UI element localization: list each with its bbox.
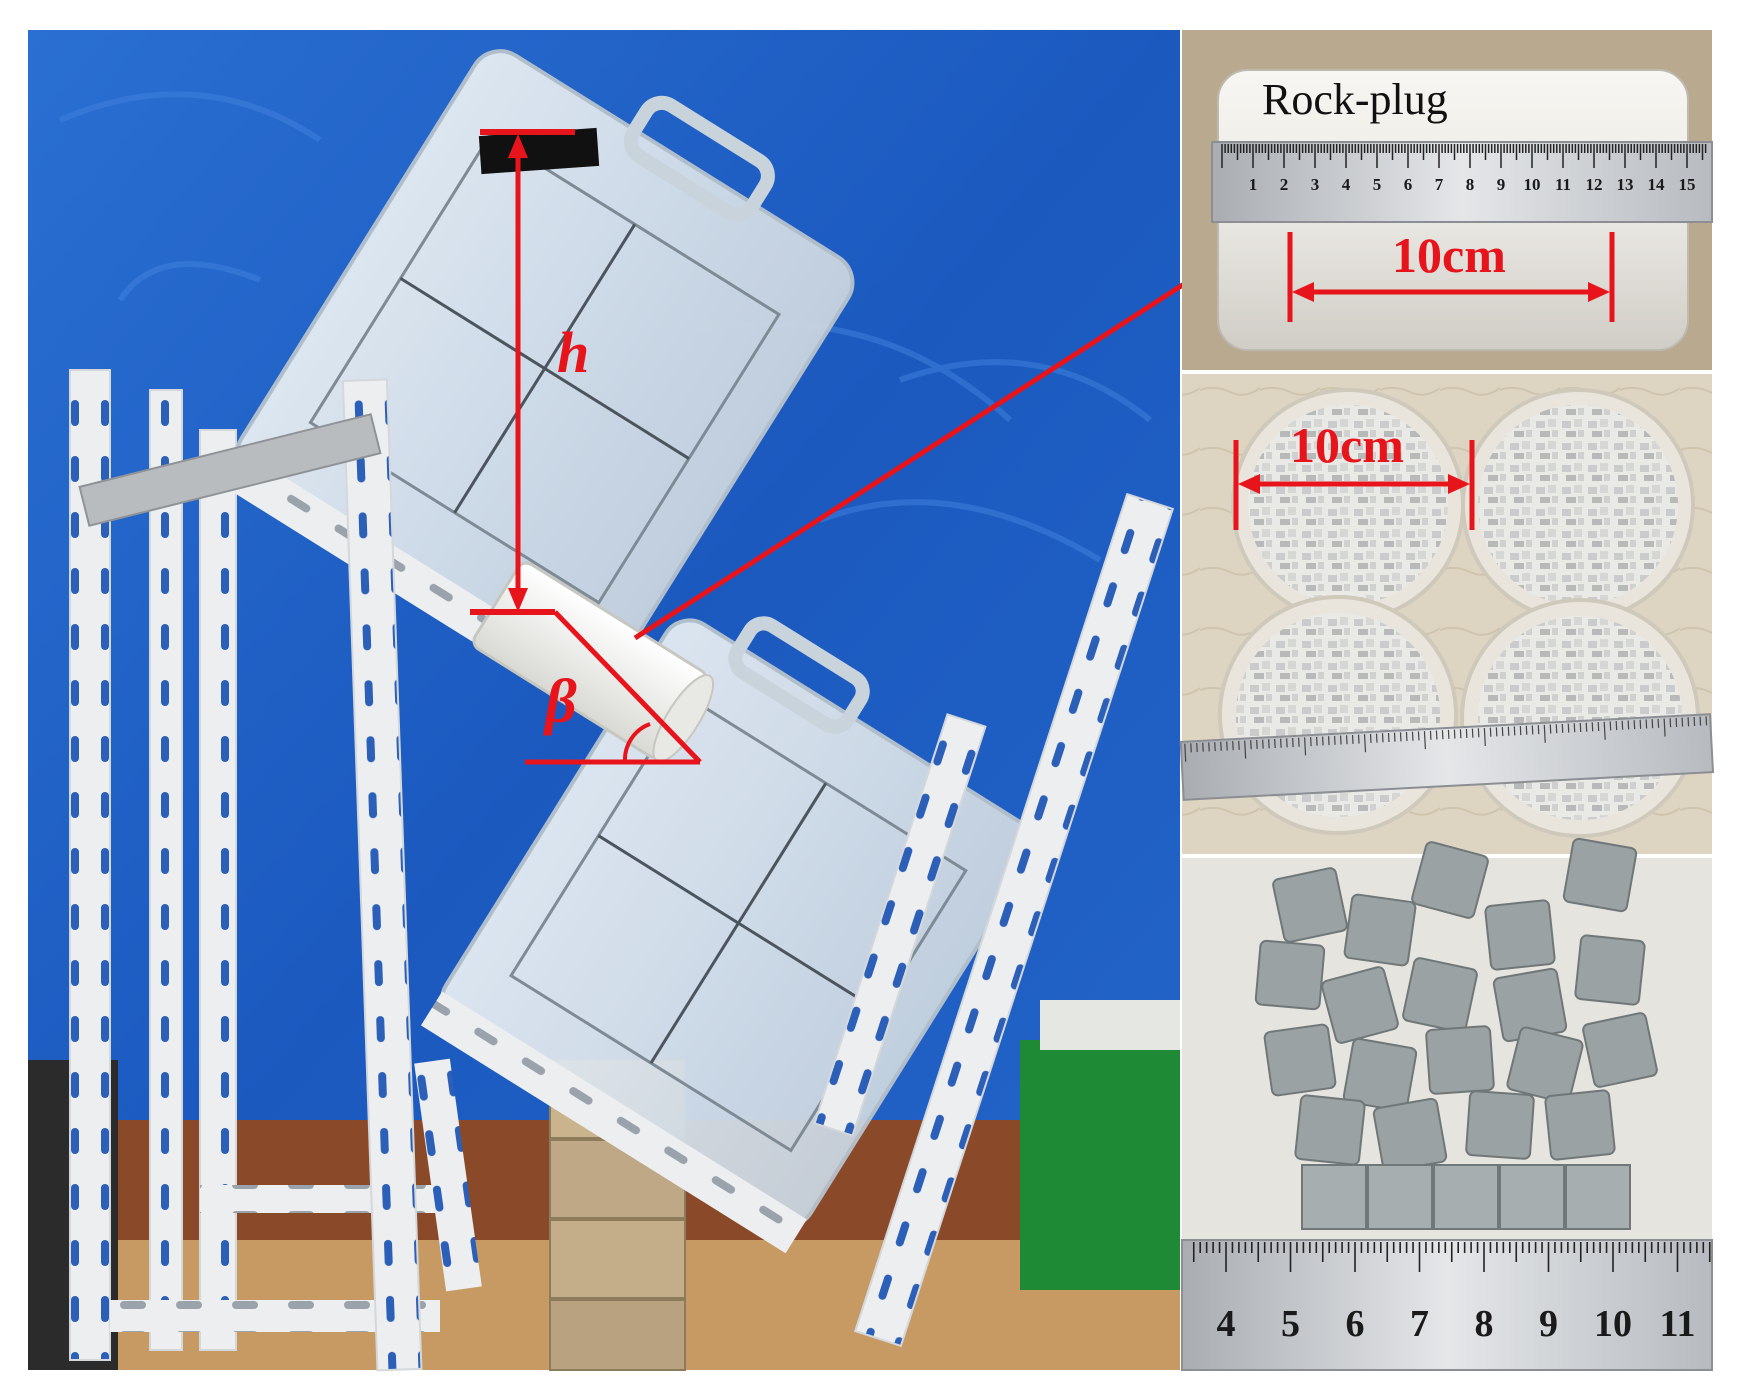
beta-slope-line — [553, 610, 702, 764]
rock-cube — [1321, 966, 1399, 1044]
left-rack — [69, 369, 440, 1361]
rock-plug-title: Rock-plug — [1262, 75, 1448, 124]
ruler-number: 7 — [1435, 175, 1444, 194]
leader-arrow — [633, 245, 1242, 641]
cylinder-ruler — [1179, 713, 1715, 801]
rock-cube — [1544, 1089, 1616, 1161]
panel-cubes: 4 5 6 7 8 9 10 11 — [1181, 837, 1713, 1371]
label-beta: β — [543, 668, 577, 736]
green-box — [1020, 1040, 1180, 1290]
rock-cube — [1465, 1090, 1535, 1160]
rock-cube — [1294, 1094, 1366, 1166]
ruler-number: 15 — [1679, 175, 1696, 194]
ruler-number: 2 — [1280, 175, 1289, 194]
cube-ruler: 4 5 6 7 8 9 10 11 — [1181, 1239, 1713, 1371]
cube-pile — [1254, 837, 1658, 1173]
plug-dimension-label: 10cm — [1392, 227, 1506, 283]
cylinder-dimension-label: 10cm — [1290, 417, 1404, 473]
ruler-number: 11 — [1555, 175, 1571, 194]
ruler-number: 8 — [1475, 1303, 1494, 1345]
ruler-number: 11 — [1660, 1303, 1696, 1345]
rock-cube — [1425, 1025, 1495, 1095]
ruler-number: 10 — [1524, 175, 1541, 194]
annotations — [470, 129, 1258, 765]
water-level-marker — [478, 127, 600, 175]
rock-cube — [1411, 841, 1489, 919]
ruler-number: 9 — [1539, 1303, 1558, 1345]
cylinder-top-right — [1461, 388, 1695, 622]
ruler-number: 5 — [1373, 175, 1382, 194]
ruler-number: 6 — [1404, 175, 1413, 194]
cylinder-dimension — [1233, 440, 1475, 530]
rock-cube — [1484, 899, 1556, 971]
ruler-number: 7 — [1410, 1303, 1429, 1345]
ruler-number: 10 — [1594, 1303, 1632, 1345]
rock-cube — [1342, 1037, 1418, 1113]
cylinder-bottom-left — [1218, 595, 1458, 835]
metal-strap — [78, 413, 382, 527]
panel-cylinders: 10cm — [1179, 374, 1715, 854]
rock-cube — [1372, 1097, 1448, 1173]
h-arrow-top — [508, 134, 528, 158]
ruler-number: 14 — [1648, 175, 1666, 194]
rock-cube — [1574, 934, 1646, 1006]
rock-cube — [1272, 867, 1348, 943]
ruler-number: 4 — [1217, 1303, 1236, 1345]
rock-cube — [1565, 1164, 1631, 1230]
ruler-number: 13 — [1617, 175, 1634, 194]
rock-cube — [1343, 893, 1417, 967]
green-box-lid — [1040, 1000, 1180, 1050]
rock-cube — [1301, 1164, 1367, 1230]
beta-angle-arc — [622, 722, 651, 763]
cylinder-top-left — [1231, 388, 1465, 622]
ruler-number: 9 — [1497, 175, 1506, 194]
rock-cube — [1254, 939, 1326, 1011]
cube-row — [1301, 1164, 1631, 1230]
lower-container — [420, 616, 1037, 1254]
label-h: h — [557, 320, 589, 385]
ruler-number: 6 — [1346, 1303, 1365, 1345]
h-arrow-bottom — [508, 588, 528, 612]
plug-dimension — [1287, 232, 1615, 322]
ruler-number: 1 — [1249, 175, 1258, 194]
rock-cube — [1367, 1164, 1433, 1230]
rock-cube — [1402, 957, 1478, 1033]
rock-cube — [1433, 1164, 1499, 1230]
rock-cube — [1263, 1023, 1337, 1097]
main-photo: h β — [28, 30, 1258, 1372]
ruler-number: 8 — [1466, 175, 1475, 194]
ruler-number: 5 — [1281, 1303, 1300, 1345]
ruler-number: 4 — [1342, 175, 1351, 194]
rock-cube — [1506, 1026, 1584, 1104]
ruler-number: 3 — [1311, 175, 1320, 194]
rock-cube — [1499, 1164, 1565, 1230]
rock-cube — [1562, 837, 1638, 913]
right-rack — [813, 492, 1175, 1348]
rock-cube — [1582, 1012, 1658, 1088]
ruler-number: 12 — [1586, 175, 1603, 194]
middle-rack — [341, 378, 482, 1372]
